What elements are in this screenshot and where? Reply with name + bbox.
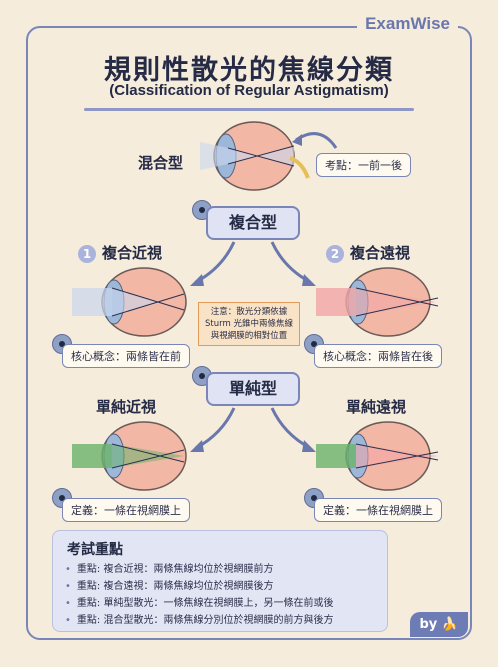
simple-arrows-icon <box>190 407 316 452</box>
compound-myopia-text: 複合近視 <box>102 244 163 262</box>
compound-hyperopia-text: 複合遠視 <box>350 244 411 262</box>
byline-text: by <box>419 617 438 632</box>
compound-hyperopia-concept: 核心概念：兩條皆在後 <box>314 344 442 368</box>
exam-summary-box: 考試重點 重點: 複合近視：兩條焦線均位於視網膜前方 重點: 複合遠視：兩條焦線… <box>52 530 388 632</box>
compound-myopia-concept: 核心概念：兩條皆在前 <box>62 344 190 368</box>
classification-note: 注意：散光分類依據 Sturm 光錐中兩條焦線 與視網膜的相對位置 <box>198 302 300 346</box>
note-line: 注意：散光分類依據 <box>210 307 288 317</box>
simple-myopia-eye-illustration <box>72 421 187 491</box>
summary-list: 重點: 複合近視：兩條焦線均位於視網膜前方 重點: 複合遠視：兩條焦線均位於視網… <box>65 561 334 629</box>
compound-myopia-label: 1 複合近視 <box>78 242 162 263</box>
simple-myopia-label: 單純近視 <box>96 398 157 416</box>
brand-logo: ExamWise <box>357 14 458 34</box>
title-underline <box>84 108 414 111</box>
compound-hyperopia-label: 2 複合遠視 <box>326 242 410 263</box>
note-line: Sturm 光錐中兩條焦線 <box>205 319 293 329</box>
banana-icon: 🍌 <box>441 617 458 632</box>
mixed-label: 混合型 <box>138 154 184 172</box>
mixed-point-note: 考點：一前一後 <box>316 153 411 177</box>
simple-hyperopia-definition: 定義：一條在視網膜上 <box>314 498 442 522</box>
number-badge-2: 2 <box>326 244 344 263</box>
page-title: 規則性散光的焦線分類 <box>104 55 394 86</box>
summary-item: 重點: 複合遠視：兩條焦線均位於視網膜後方 <box>65 578 333 595</box>
note-line: 與視網膜的相對位置 <box>210 331 288 341</box>
page-frame <box>26 26 472 640</box>
curved-arrow-icon <box>292 132 338 149</box>
simple-header: 單純型 <box>206 372 300 406</box>
compound-hyperopia-eye-illustration <box>316 267 439 337</box>
compound-arrows-icon <box>190 241 316 286</box>
summary-item: 重點: 複合近視：兩條焦線均位於視網膜前方 <box>65 561 333 578</box>
summary-title: 考試重點 <box>67 542 123 558</box>
mixed-eye-illustration <box>200 121 310 191</box>
page-subtitle: (Classification of Regular Astigmatism) <box>109 82 389 99</box>
simple-hyperopia-eye-illustration <box>316 421 439 491</box>
compound-header: 複合型 <box>206 206 300 240</box>
simple-myopia-definition: 定義：一條在視網膜上 <box>62 498 190 522</box>
summary-item: 重點: 混合型散光：兩條焦線分別位於視網膜的前方與後方 <box>65 612 334 629</box>
summary-item: 重點: 單純型散光：一條焦線在視網膜上，另一條在前或後 <box>65 595 334 612</box>
compound-myopia-eye-illustration <box>72 267 187 337</box>
simple-hyperopia-label: 單純遠視 <box>346 398 407 416</box>
number-badge-1: 1 <box>78 244 96 263</box>
byline-badge: by 🍌 <box>409 612 468 637</box>
